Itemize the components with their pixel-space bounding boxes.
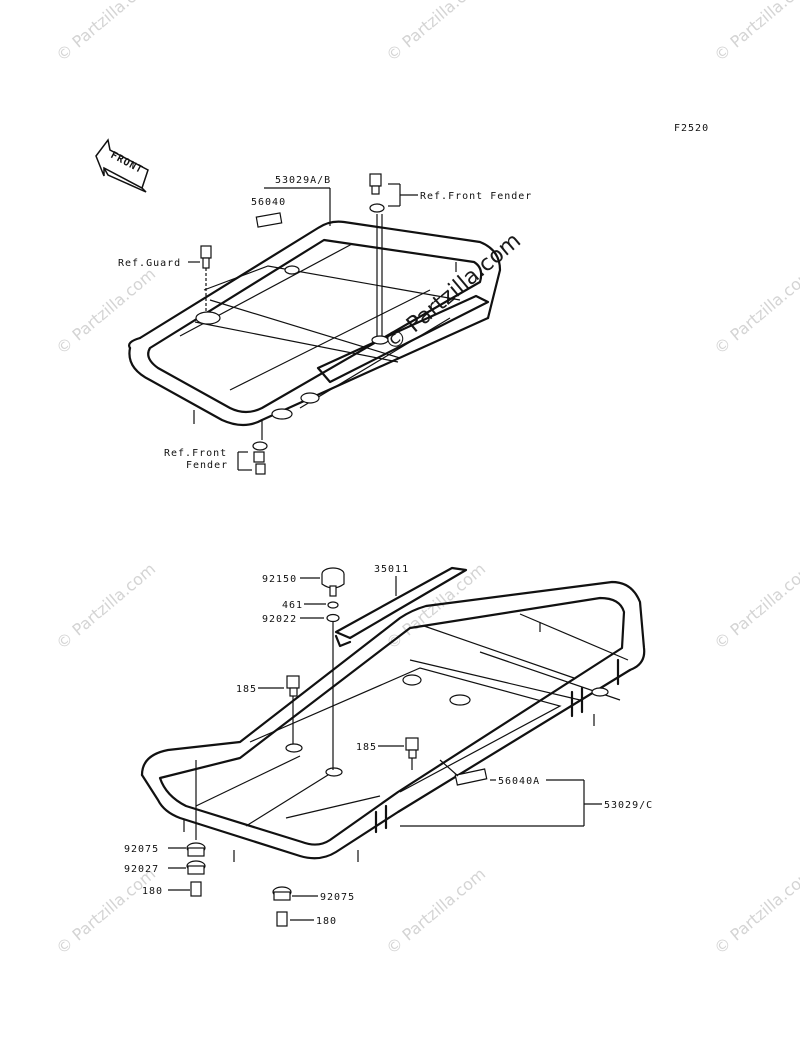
watermark: © Partzilla.com bbox=[710, 559, 800, 653]
front-arrow-icon: FRONT bbox=[95, 138, 149, 193]
label-ref-front-fender-bottom-2: Fender bbox=[186, 460, 228, 471]
label-ref-guard: Ref.Guard bbox=[118, 258, 181, 269]
label-ref-front-fender-bottom-1: Ref.Front bbox=[164, 448, 227, 459]
lower-rack-labels: 92150 35011 461 92022 185 185 56040A 530… bbox=[124, 564, 653, 927]
watermark: © Partzilla.com bbox=[382, 0, 489, 65]
watermark: © Partzilla.com bbox=[710, 0, 800, 65]
watermark: © Partzilla.com bbox=[710, 264, 800, 358]
label-bolt-bottom-right-180: 180 bbox=[316, 916, 337, 927]
label-washer-92022: 92022 bbox=[262, 614, 297, 625]
lower-rack-drawing bbox=[140, 566, 646, 927]
label-rack-53029-c: 53029/C bbox=[604, 800, 653, 811]
figure-code: F2520 bbox=[674, 123, 709, 134]
upper-rack-labels: 53029A/B 56040 Ref.Front Fender Ref.Guar… bbox=[118, 175, 532, 471]
label-nut-461: 461 bbox=[282, 600, 303, 611]
watermark-layer: © Partzilla.com © Partzilla.com © Partzi… bbox=[52, 0, 800, 958]
watermark-center: © Partzilla.com bbox=[380, 228, 526, 356]
label-decal-56040: 56040 bbox=[251, 197, 286, 208]
label-cap-92150: 92150 bbox=[262, 574, 297, 585]
watermark: © Partzilla.com bbox=[52, 559, 159, 653]
label-bolt-bottom-left-180: 180 bbox=[142, 886, 163, 897]
watermark: © Partzilla.com bbox=[710, 864, 800, 958]
watermark: © Partzilla.com bbox=[382, 864, 489, 958]
watermark: © Partzilla.com bbox=[52, 864, 159, 958]
watermark: © Partzilla.com bbox=[52, 0, 159, 65]
label-decal-56040a: 56040A bbox=[498, 776, 540, 787]
label-bolt-right-185: 185 bbox=[356, 742, 377, 753]
label-damper-left-92075: 92075 bbox=[124, 844, 159, 855]
label-ref-front-fender-top: Ref.Front Fender bbox=[420, 191, 532, 202]
label-damper-right-92075: 92075 bbox=[320, 892, 355, 903]
label-rack-53029a-b: 53029A/B bbox=[275, 175, 331, 186]
label-collar-92027: 92027 bbox=[124, 864, 159, 875]
label-bolt-left-185: 185 bbox=[236, 684, 257, 695]
label-bar-35011: 35011 bbox=[374, 564, 409, 575]
watermark: © Partzilla.com bbox=[52, 264, 159, 358]
upper-rack-drawing bbox=[128, 173, 502, 475]
